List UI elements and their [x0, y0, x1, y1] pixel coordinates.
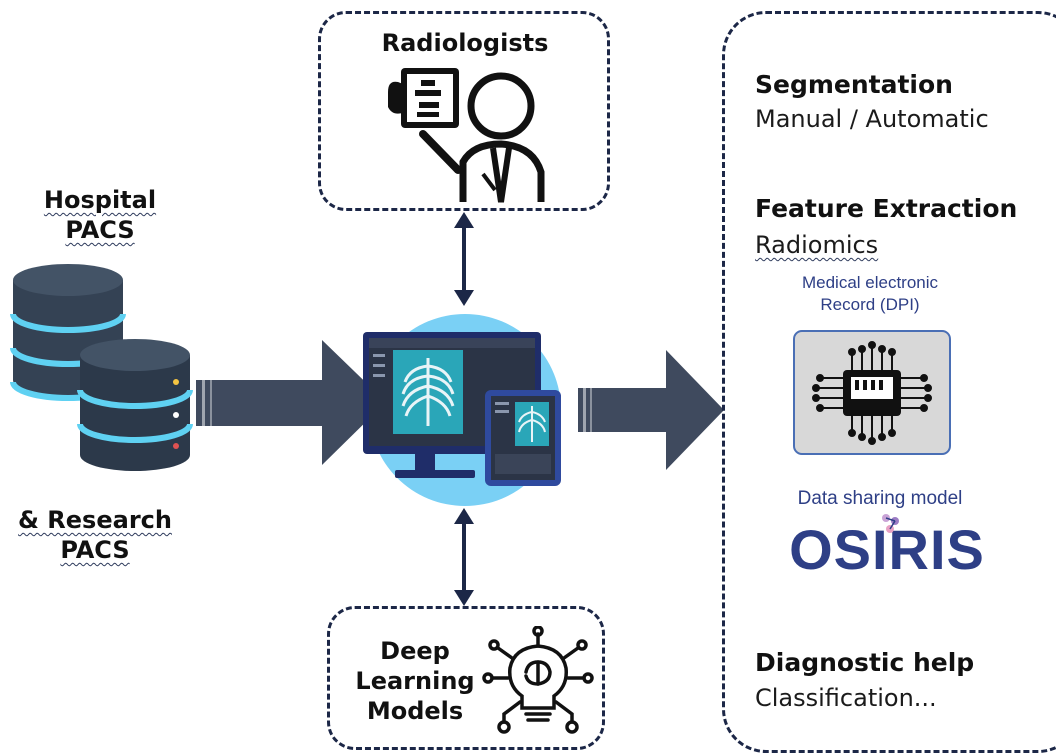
deep-learning-bidirectional-arrow: [454, 508, 474, 606]
research-label-line1: & Research: [18, 506, 172, 534]
deep-learning-box: [327, 606, 605, 750]
osiris-molecule-icon: [882, 514, 899, 533]
hospital-label-line2: PACS: [65, 216, 135, 244]
hospital-label-line1: Hospital: [43, 186, 157, 214]
hospital-label: Hospital PACS: [30, 185, 170, 245]
diagnostic-help-subtitle: Classification...: [755, 684, 937, 712]
deep-learning-label: Deep Learning Models: [350, 636, 480, 726]
medical-record-label: Medical electronic Record (DPI): [770, 272, 970, 316]
chip-icon: [793, 330, 951, 455]
radiologists-box: [318, 11, 610, 211]
database-stack-icon: [10, 264, 193, 471]
research-label-line2: PACS: [60, 536, 130, 564]
left-flow-arrow: [196, 340, 386, 465]
deep-learning-line3: Models: [366, 697, 464, 725]
osiris-logo: OSIRIS: [782, 514, 992, 582]
analysis-panel: [722, 11, 1056, 753]
data-sharing-label: Data sharing model: [797, 488, 963, 509]
research-database-icon: [77, 339, 193, 471]
radiologists-label: Radiologists: [381, 29, 549, 57]
radiologist-icon: [388, 68, 545, 203]
research-label: & Research PACS: [10, 505, 180, 565]
deep-learning-line2: Learning: [355, 667, 475, 695]
feature-extraction-title: Feature Extraction: [755, 194, 1018, 223]
medical-record-line2: Record (DPI): [820, 295, 920, 314]
radiomics-label: Radiomics: [755, 231, 879, 259]
deep-learning-line1: Deep: [380, 637, 450, 665]
radiologists-bidirectional-arrow: [454, 212, 474, 306]
right-flow-arrow: [578, 350, 724, 470]
medical-record-line1: Medical electronic: [801, 273, 939, 292]
diagnostic-help-title: Diagnostic help: [755, 648, 975, 677]
ai-brain-bulb-icon: [482, 626, 594, 734]
segmentation-title: Segmentation: [755, 70, 953, 99]
segmentation-subtitle: Manual / Automatic: [755, 105, 989, 133]
workstation-icon: [363, 314, 561, 506]
